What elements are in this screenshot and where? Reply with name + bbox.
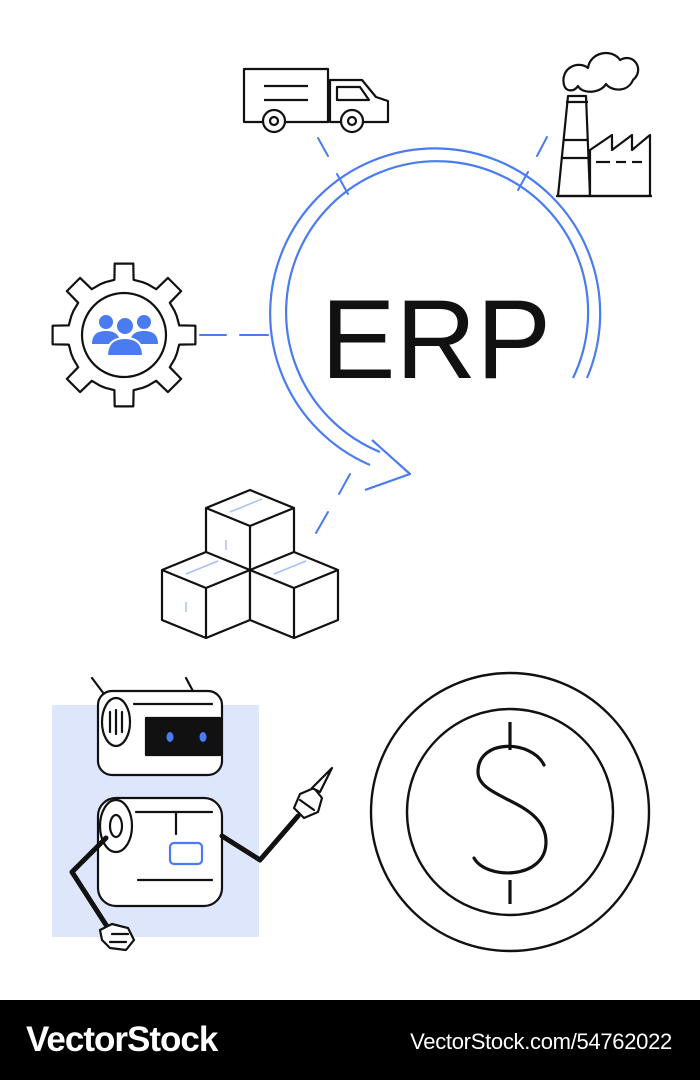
watermark-footer: VectorStock VectorStock.com/54762022 — [0, 1000, 700, 1080]
robot-icon — [52, 676, 334, 952]
truck-icon — [242, 67, 390, 134]
erp-cycle-arrow — [269, 147, 602, 492]
gear-team-icon — [51, 262, 197, 408]
stock-id-text: VectorStock.com/54762022 — [410, 1029, 672, 1054]
dollar-coin-icon — [369, 671, 651, 953]
erp-label: ERP — [321, 277, 551, 402]
erp-illustration: ERP — [51, 51, 652, 953]
brand-logo: VectorStock — [26, 1020, 218, 1059]
boxes-icon — [160, 488, 340, 640]
factory-icon — [556, 51, 652, 198]
